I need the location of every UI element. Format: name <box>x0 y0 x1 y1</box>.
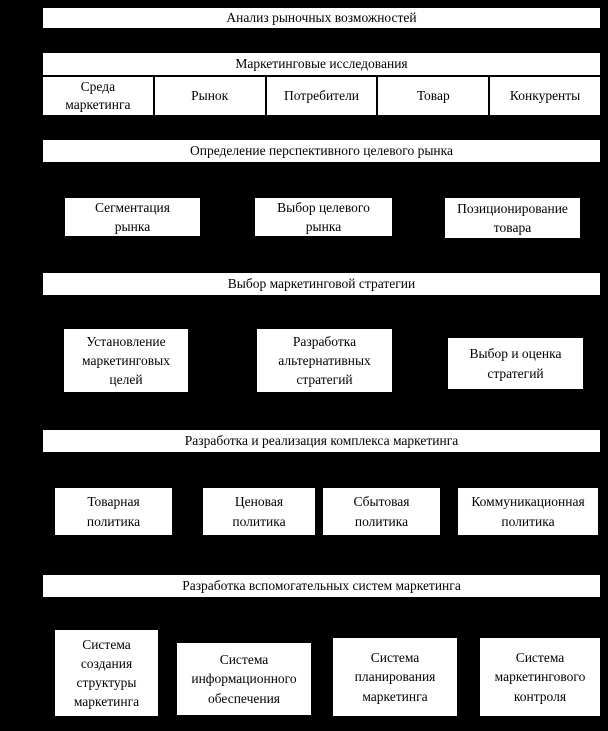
box-alternative-strategies-development: Разработка альтернативных стратегий <box>257 329 392 392</box>
box-target-market-selection: Выбор целевого рынка <box>255 198 392 236</box>
box-marketing-control-system: Система маркетингового контроля <box>480 638 600 716</box>
marketing-research-cells: Среда маркетинга Рынок Потребители Товар… <box>43 77 600 115</box>
box-marketing-information-system: Система информационного обеспечения <box>177 643 311 715</box>
cell-market: Рынок <box>154 77 265 115</box>
stage-bar-marketing-strategy-choice: Выбор маркетинговой стратегии <box>43 273 600 295</box>
marketing-research-table: Маркетинговые исследования Среда маркети… <box>43 53 600 115</box>
cell-consumers: Потребители <box>266 77 377 115</box>
stage-bar-market-opportunity-analysis: Анализ рыночных возможностей <box>43 8 600 28</box>
stage-bar-marketing-mix-development: Разработка и реализация комплекса маркет… <box>43 430 600 452</box>
box-marketing-planning-system: Система планирования маркетинга <box>333 638 457 716</box>
cell-product: Товар <box>378 77 489 115</box>
box-distribution-policy: Сбытовая политика <box>323 488 440 535</box>
cell-competitors: Конкуренты <box>490 77 600 115</box>
stage-bar-marketing-support-systems: Разработка вспомогательных систем маркет… <box>43 575 600 597</box>
box-pricing-policy: Ценовая политика <box>203 488 315 535</box>
box-communication-policy: Коммуникационная политика <box>458 488 598 535</box>
marketing-research-header: Маркетинговые исследования <box>43 53 600 75</box>
box-marketing-structure-system: Система создания структуры маркетинга <box>55 630 158 716</box>
box-marketing-goals-setting: Установление маркетинговых целей <box>64 329 188 392</box>
box-strategies-evaluation: Выбор и оценка стратегий <box>448 338 583 389</box>
box-product-policy: Товарная политика <box>55 488 172 535</box>
box-product-positioning: Позиционирование товара <box>445 198 580 238</box>
cell-marketing-environment: Среда маркетинга <box>43 77 153 115</box>
stage-bar-target-market-definition: Определение перспективного целевого рынк… <box>43 140 600 162</box>
box-market-segmentation: Сегментация рынка <box>65 198 200 236</box>
